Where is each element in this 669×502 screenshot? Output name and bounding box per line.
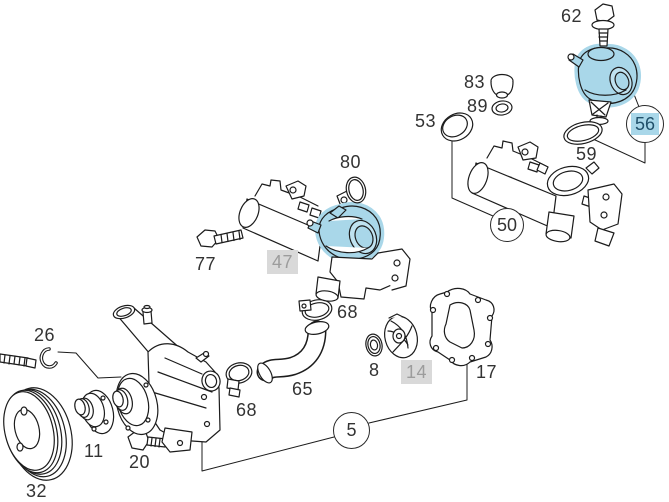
o-ring-80-art bbox=[345, 176, 367, 204]
seal-8-art bbox=[365, 333, 383, 357]
thermostat-right-highlight bbox=[567, 43, 641, 126]
coolant-manifold-right-art bbox=[467, 140, 623, 247]
callout-11[interactable]: 11 bbox=[84, 441, 104, 461]
callout-68-top[interactable]: 68 bbox=[337, 302, 359, 322]
seal-89-art bbox=[491, 100, 513, 116]
hose-65-art bbox=[256, 320, 330, 384]
bolt-77-art bbox=[196, 229, 244, 248]
clamp-68-top-art bbox=[298, 299, 333, 321]
hub-11-art bbox=[74, 389, 115, 435]
stud-bolt-art bbox=[0, 353, 37, 369]
cap-83-art bbox=[490, 73, 514, 99]
callout-77[interactable]: 77 bbox=[195, 254, 217, 274]
callout-89[interactable]: 89 bbox=[467, 96, 489, 116]
callout-26[interactable]: 26 bbox=[34, 325, 56, 345]
callout-56-chip: 56 bbox=[630, 113, 660, 135]
o-ring-59-art bbox=[563, 121, 603, 145]
callout-5[interactable]: 5 bbox=[333, 412, 370, 449]
callout-47[interactable]: 47 bbox=[267, 250, 299, 274]
callout-32[interactable]: 32 bbox=[26, 481, 48, 501]
gasket-17-art bbox=[429, 287, 495, 367]
callout-14[interactable]: 14 bbox=[401, 360, 433, 384]
bolt-62-art bbox=[591, 3, 615, 47]
water-pump-art bbox=[112, 304, 221, 453]
clamp-68-left-art bbox=[225, 362, 253, 398]
pulley-32-art bbox=[3, 387, 73, 481]
callout-20[interactable]: 20 bbox=[129, 452, 151, 472]
callout-56[interactable]: 56 bbox=[626, 105, 664, 143]
callout-65[interactable]: 65 bbox=[292, 379, 314, 399]
callout-8[interactable]: 8 bbox=[369, 360, 380, 380]
thermostat-middle-highlight bbox=[306, 202, 385, 264]
leader-lines bbox=[57, 83, 646, 472]
callout-80[interactable]: 80 bbox=[340, 152, 362, 172]
washer-26-art bbox=[39, 347, 58, 369]
callout-83[interactable]: 83 bbox=[464, 72, 486, 92]
callout-53[interactable]: 53 bbox=[415, 111, 437, 131]
callout-59[interactable]: 59 bbox=[576, 144, 598, 164]
thermostat-housing-middle-art bbox=[238, 179, 411, 302]
callout-17[interactable]: 17 bbox=[476, 362, 498, 382]
impeller-14-art bbox=[384, 313, 418, 359]
callout-50[interactable]: 50 bbox=[490, 208, 524, 242]
callout-62[interactable]: 62 bbox=[561, 6, 583, 26]
cap-53-art bbox=[440, 112, 474, 142]
callout-68-left[interactable]: 68 bbox=[236, 400, 258, 420]
